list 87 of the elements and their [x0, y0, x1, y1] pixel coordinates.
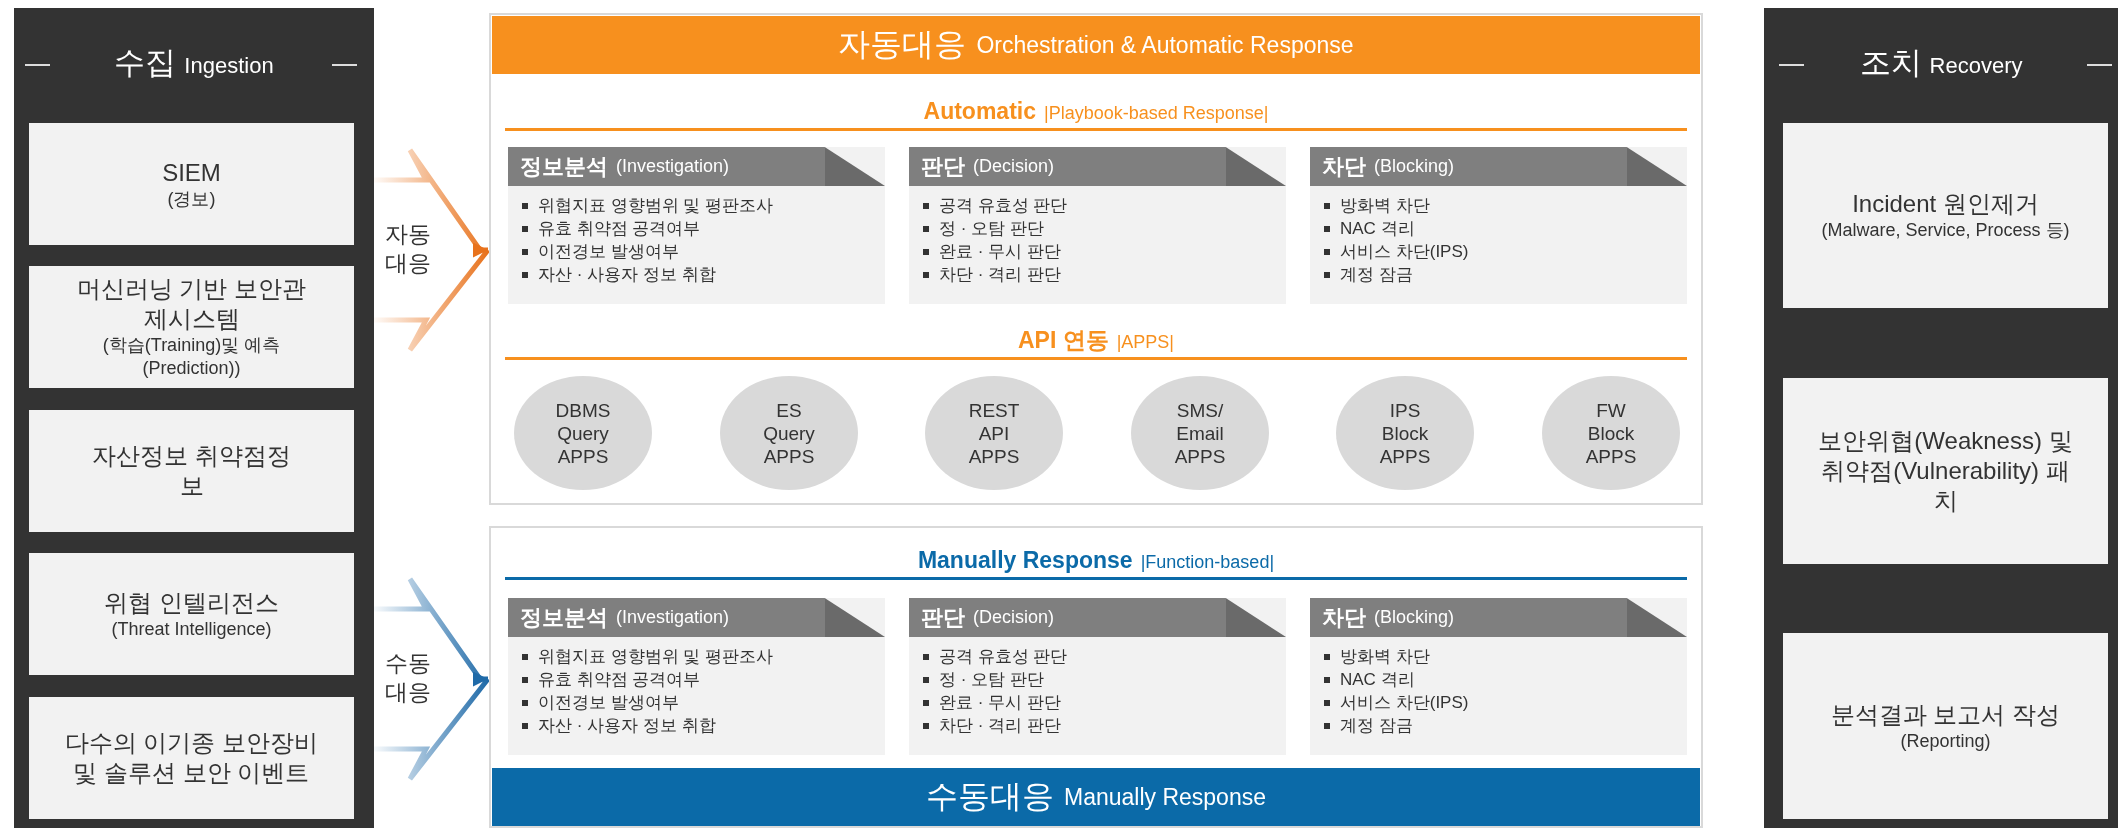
- card-subtitle: (Investigation): [616, 156, 730, 177]
- band-subtitle: Manually Response: [1064, 783, 1266, 811]
- bullet-item: 차단 · 격리 판단: [939, 715, 1061, 737]
- card-title: 판단: [921, 152, 965, 181]
- bullet-item: 이전경보 발생여부: [538, 241, 679, 263]
- app-ellipse: REST API APPS: [925, 376, 1063, 490]
- card-subtitle: (Decision): [973, 607, 1055, 628]
- task-card: [1310, 147, 1687, 304]
- box-title: Incident 원인제거: [1852, 189, 2039, 219]
- bullet-item: 완료 · 무시 판단: [939, 241, 1061, 263]
- source-box: [29, 266, 354, 388]
- box-title: 자산정보 취약점정보: [91, 441, 292, 501]
- bullet-item: 정 · 오탐 판단: [939, 218, 1044, 240]
- band-subtitle: Orchestration & Automatic Response: [976, 31, 1354, 59]
- bullet-item: 완료 · 무시 판단: [939, 692, 1061, 714]
- bullet-item: 공격 유효성 판단: [939, 195, 1068, 217]
- bullet-item: 위협지표 영향범위 및 평판조사: [538, 195, 774, 217]
- bullet-item: 유효 취약점 공격여부: [538, 669, 701, 691]
- bullet-item: 자산 · 사용자 정보 취합: [538, 715, 716, 737]
- bullet-item: 유효 취약점 공격여부: [538, 218, 701, 240]
- app-ellipse: ES Query APPS: [720, 376, 858, 490]
- app-ellipse: IPS Block APPS: [1336, 376, 1474, 490]
- source-box: [29, 697, 354, 819]
- source-box: [29, 410, 354, 532]
- box-title: 위협 인텔리전스: [104, 587, 279, 618]
- task-card: [508, 598, 885, 755]
- box-title: 분석결과 보고서 작성: [1830, 699, 2061, 730]
- box-note: (Malware, Service, Process 등): [1821, 219, 2070, 242]
- box-title: 머신러닝 기반 보안관제시스템: [75, 274, 308, 334]
- panel-subtitle: Recovery: [1929, 53, 2023, 79]
- box-title: SIEM: [162, 157, 221, 188]
- panel-title: 조치: [1859, 44, 1922, 82]
- section-subheading: |Playbook-based Response|: [1043, 103, 1269, 124]
- bullet-item: 공격 유효성 판단: [939, 646, 1068, 668]
- card-title: 정보분석: [520, 152, 608, 181]
- bullet-item: NAC 격리: [1340, 218, 1415, 240]
- card-subtitle: (Investigation): [616, 607, 730, 628]
- bullet-item: 계정 잠금: [1340, 715, 1413, 737]
- task-card: [508, 147, 885, 304]
- side-panel: [1764, 8, 2118, 828]
- box-note: (Reporting): [1900, 729, 1991, 753]
- bullet-item: 서비스 차단(IPS): [1340, 692, 1469, 714]
- bullet-item: 서비스 차단(IPS): [1340, 241, 1469, 263]
- box-title: 다수의 이기종 보안장비 및 솔루션 보안 이벤트: [63, 728, 320, 788]
- card-subtitle: (Blocking): [1374, 156, 1455, 177]
- response-panel: [489, 526, 1703, 828]
- source-box: [29, 553, 354, 675]
- bullet-item: NAC 격리: [1340, 669, 1415, 691]
- card-title: 차단: [1322, 603, 1366, 632]
- card-subtitle: (Decision): [973, 156, 1055, 177]
- bullet-item: 방화벽 차단: [1340, 195, 1430, 217]
- band-title: 수동대응: [926, 777, 1054, 816]
- side-panel: [14, 8, 374, 828]
- card-title: 차단: [1322, 152, 1366, 181]
- task-card: [909, 147, 1286, 304]
- bullet-item: 자산 · 사용자 정보 취합: [538, 264, 716, 286]
- section-subheading: |APPS|: [1116, 332, 1175, 353]
- section-heading: API 연동: [1017, 326, 1109, 355]
- action-box: [1783, 378, 2108, 564]
- bullet-item: 이전경보 발생여부: [538, 692, 679, 714]
- box-note: (학습(Training)및 예측(Prediction)): [101, 334, 282, 380]
- section-heading: Manually Response: [917, 547, 1133, 574]
- app-ellipse: SMS/ Email APPS: [1131, 376, 1269, 490]
- band-title: 자동대응: [838, 25, 967, 64]
- box-note: (Threat Intelligence): [111, 617, 272, 641]
- bullet-item: 계정 잠금: [1340, 264, 1413, 286]
- app-ellipse: DBMS Query APPS: [514, 376, 652, 490]
- response-panel: [489, 13, 1703, 505]
- card-title: 정보분석: [520, 603, 608, 632]
- bullet-item: 정 · 오탐 판단: [939, 669, 1044, 691]
- card-title: 판단: [921, 603, 965, 632]
- box-note: (경보): [167, 187, 216, 211]
- bullet-item: 방화벽 차단: [1340, 646, 1430, 668]
- bullet-item: 차단 · 격리 판단: [939, 264, 1061, 286]
- section-heading: Automatic: [923, 98, 1036, 125]
- card-subtitle: (Blocking): [1374, 607, 1455, 628]
- task-card: [1310, 598, 1687, 755]
- source-box: [29, 123, 354, 245]
- action-box: [1783, 123, 2108, 308]
- app-ellipse: FW Block APPS: [1542, 376, 1680, 490]
- panel-subtitle: Ingestion: [184, 53, 274, 79]
- panel-title: 수집: [114, 44, 177, 82]
- bullet-item: 위협지표 영향범위 및 평판조사: [538, 646, 774, 668]
- action-box: [1783, 633, 2108, 819]
- section-subheading: |Function-based|: [1140, 552, 1275, 573]
- box-title: 보안위협(Weakness) 및 취약점(Vulnerability) 패치: [1817, 426, 2074, 516]
- task-card: [909, 598, 1286, 755]
